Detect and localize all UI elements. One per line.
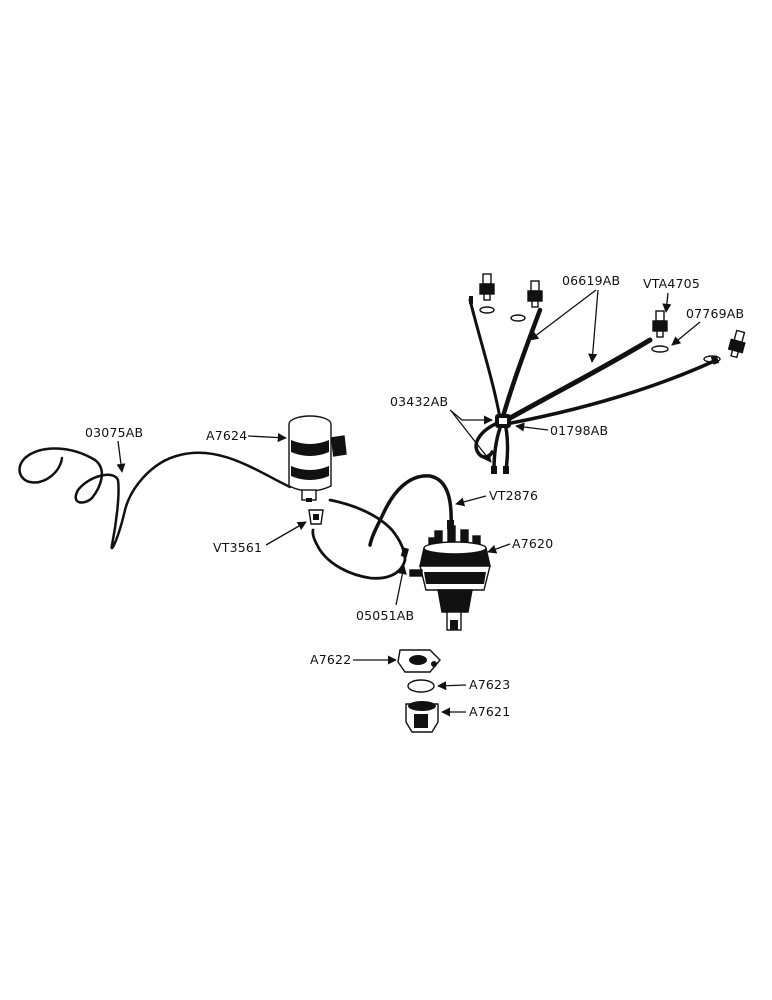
distributor-housing-adapter	[405, 701, 439, 733]
label-a7622: A7622	[310, 652, 351, 667]
spark-plug-2	[510, 280, 543, 322]
plug-gasket	[703, 355, 721, 363]
label-07769ab: 07769AB	[686, 306, 744, 321]
spark-plug-3	[651, 310, 669, 353]
coil-wire-03075ab	[18, 447, 292, 550]
spark-plug-4	[727, 329, 746, 359]
primary-wire-05051ab	[311, 498, 407, 580]
label-01798ab: 01798AB	[550, 423, 608, 438]
terminal-nut	[308, 509, 324, 525]
ground-strap-2	[504, 426, 510, 472]
spark-plug-wire-harness	[468, 296, 720, 474]
label-a7620: A7620	[512, 536, 553, 551]
label-vta4705: VTA4705	[643, 276, 700, 291]
distributor-clamp	[397, 649, 441, 673]
leader-lines	[116, 289, 701, 717]
spark-plug-1	[479, 273, 495, 314]
label-03075ab: 03075AB	[85, 425, 143, 440]
label-05051ab: 05051AB	[356, 608, 414, 623]
part-labels: 06619AB VTA4705 07769AB 03432AB 01798AB …	[85, 273, 744, 719]
plug-wire-4	[504, 360, 714, 426]
gasket-ring	[407, 679, 435, 693]
ignition-coil	[288, 415, 347, 502]
distributor	[409, 525, 491, 631]
plug-wire-2	[499, 307, 543, 423]
label-06619ab: 06619AB	[562, 273, 620, 288]
label-a7621: A7621	[469, 704, 510, 719]
label-03432ab: 03432AB	[390, 394, 448, 409]
label-a7623: A7623	[469, 677, 510, 692]
label-vt2876: VT2876	[489, 488, 538, 503]
plug-wire-3	[500, 337, 653, 425]
label-a7624: A7624	[206, 428, 247, 443]
label-vt3561: VT3561	[213, 540, 262, 555]
